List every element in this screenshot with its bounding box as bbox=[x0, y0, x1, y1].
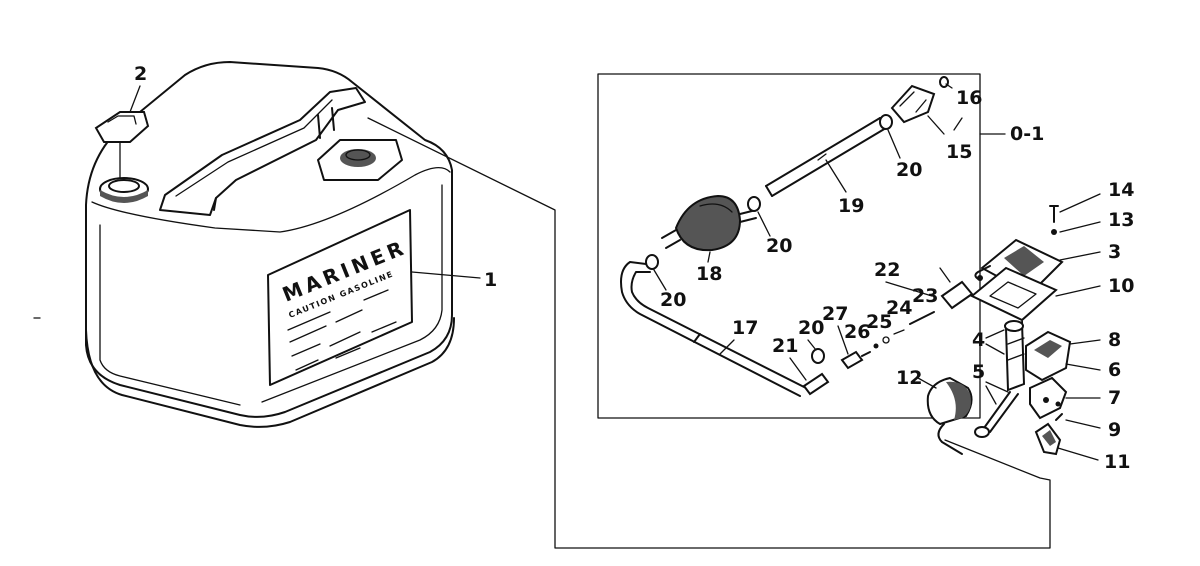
tank-end-connector bbox=[890, 76, 949, 124]
callout-8: 8 bbox=[1108, 329, 1121, 351]
callout-2: 2 bbox=[134, 63, 147, 85]
callout-24: 24 bbox=[886, 297, 912, 319]
gasket bbox=[970, 266, 1058, 322]
hose-lower-loop bbox=[620, 261, 807, 397]
callout-14: 14 bbox=[1108, 179, 1134, 201]
callout-7: 7 bbox=[1108, 387, 1121, 409]
callout-9: 9 bbox=[1108, 419, 1121, 441]
callout-12: 12 bbox=[896, 367, 922, 389]
filler-cap: 2 bbox=[94, 63, 150, 179]
hose-clamps bbox=[645, 114, 893, 364]
fitting-housing bbox=[1025, 330, 1072, 382]
callout-17: 17 bbox=[732, 317, 758, 339]
fuel-filter bbox=[926, 376, 973, 455]
connection-leader bbox=[367, 117, 1051, 549]
primer-bulb bbox=[661, 195, 757, 252]
callout-1: 1 bbox=[484, 269, 497, 291]
hose-kit-outline bbox=[597, 73, 981, 419]
retaining-clip bbox=[1034, 422, 1062, 456]
callout-18: 18 bbox=[696, 263, 722, 285]
callout-26: 26 bbox=[844, 321, 870, 343]
callout-25: 25 bbox=[866, 311, 892, 333]
callout-23: 23 bbox=[912, 285, 938, 307]
callout-13: 13 bbox=[1108, 209, 1134, 231]
callout-20-upper: 20 bbox=[896, 159, 922, 181]
callout-0-1: 0-1 bbox=[1010, 123, 1044, 145]
callout-11: 11 bbox=[1104, 451, 1130, 473]
callout-6: 6 bbox=[1108, 359, 1121, 381]
hose-upper bbox=[765, 117, 887, 197]
screw-and-washer bbox=[1049, 205, 1059, 235]
callout-4: 4 bbox=[972, 329, 985, 351]
pickup-tube bbox=[1004, 320, 1026, 392]
callout-19: 19 bbox=[838, 195, 864, 217]
lower-bracket bbox=[1029, 376, 1068, 421]
callout-20-mid: 20 bbox=[766, 235, 792, 257]
inline-fittings bbox=[802, 280, 974, 396]
callout-21: 21 bbox=[772, 335, 798, 357]
pickup-pipe bbox=[974, 391, 1019, 438]
callout-22: 22 bbox=[874, 259, 900, 281]
callout-15: 15 bbox=[946, 141, 972, 163]
callout-10: 10 bbox=[1108, 275, 1134, 297]
callout-20-lower: 20 bbox=[798, 317, 824, 339]
callout-20-left: 20 bbox=[660, 289, 686, 311]
callout-3: 3 bbox=[1108, 241, 1121, 263]
callout-27: 27 bbox=[822, 303, 848, 325]
callout-16: 16 bbox=[956, 87, 982, 109]
callout-5: 5 bbox=[972, 361, 985, 383]
